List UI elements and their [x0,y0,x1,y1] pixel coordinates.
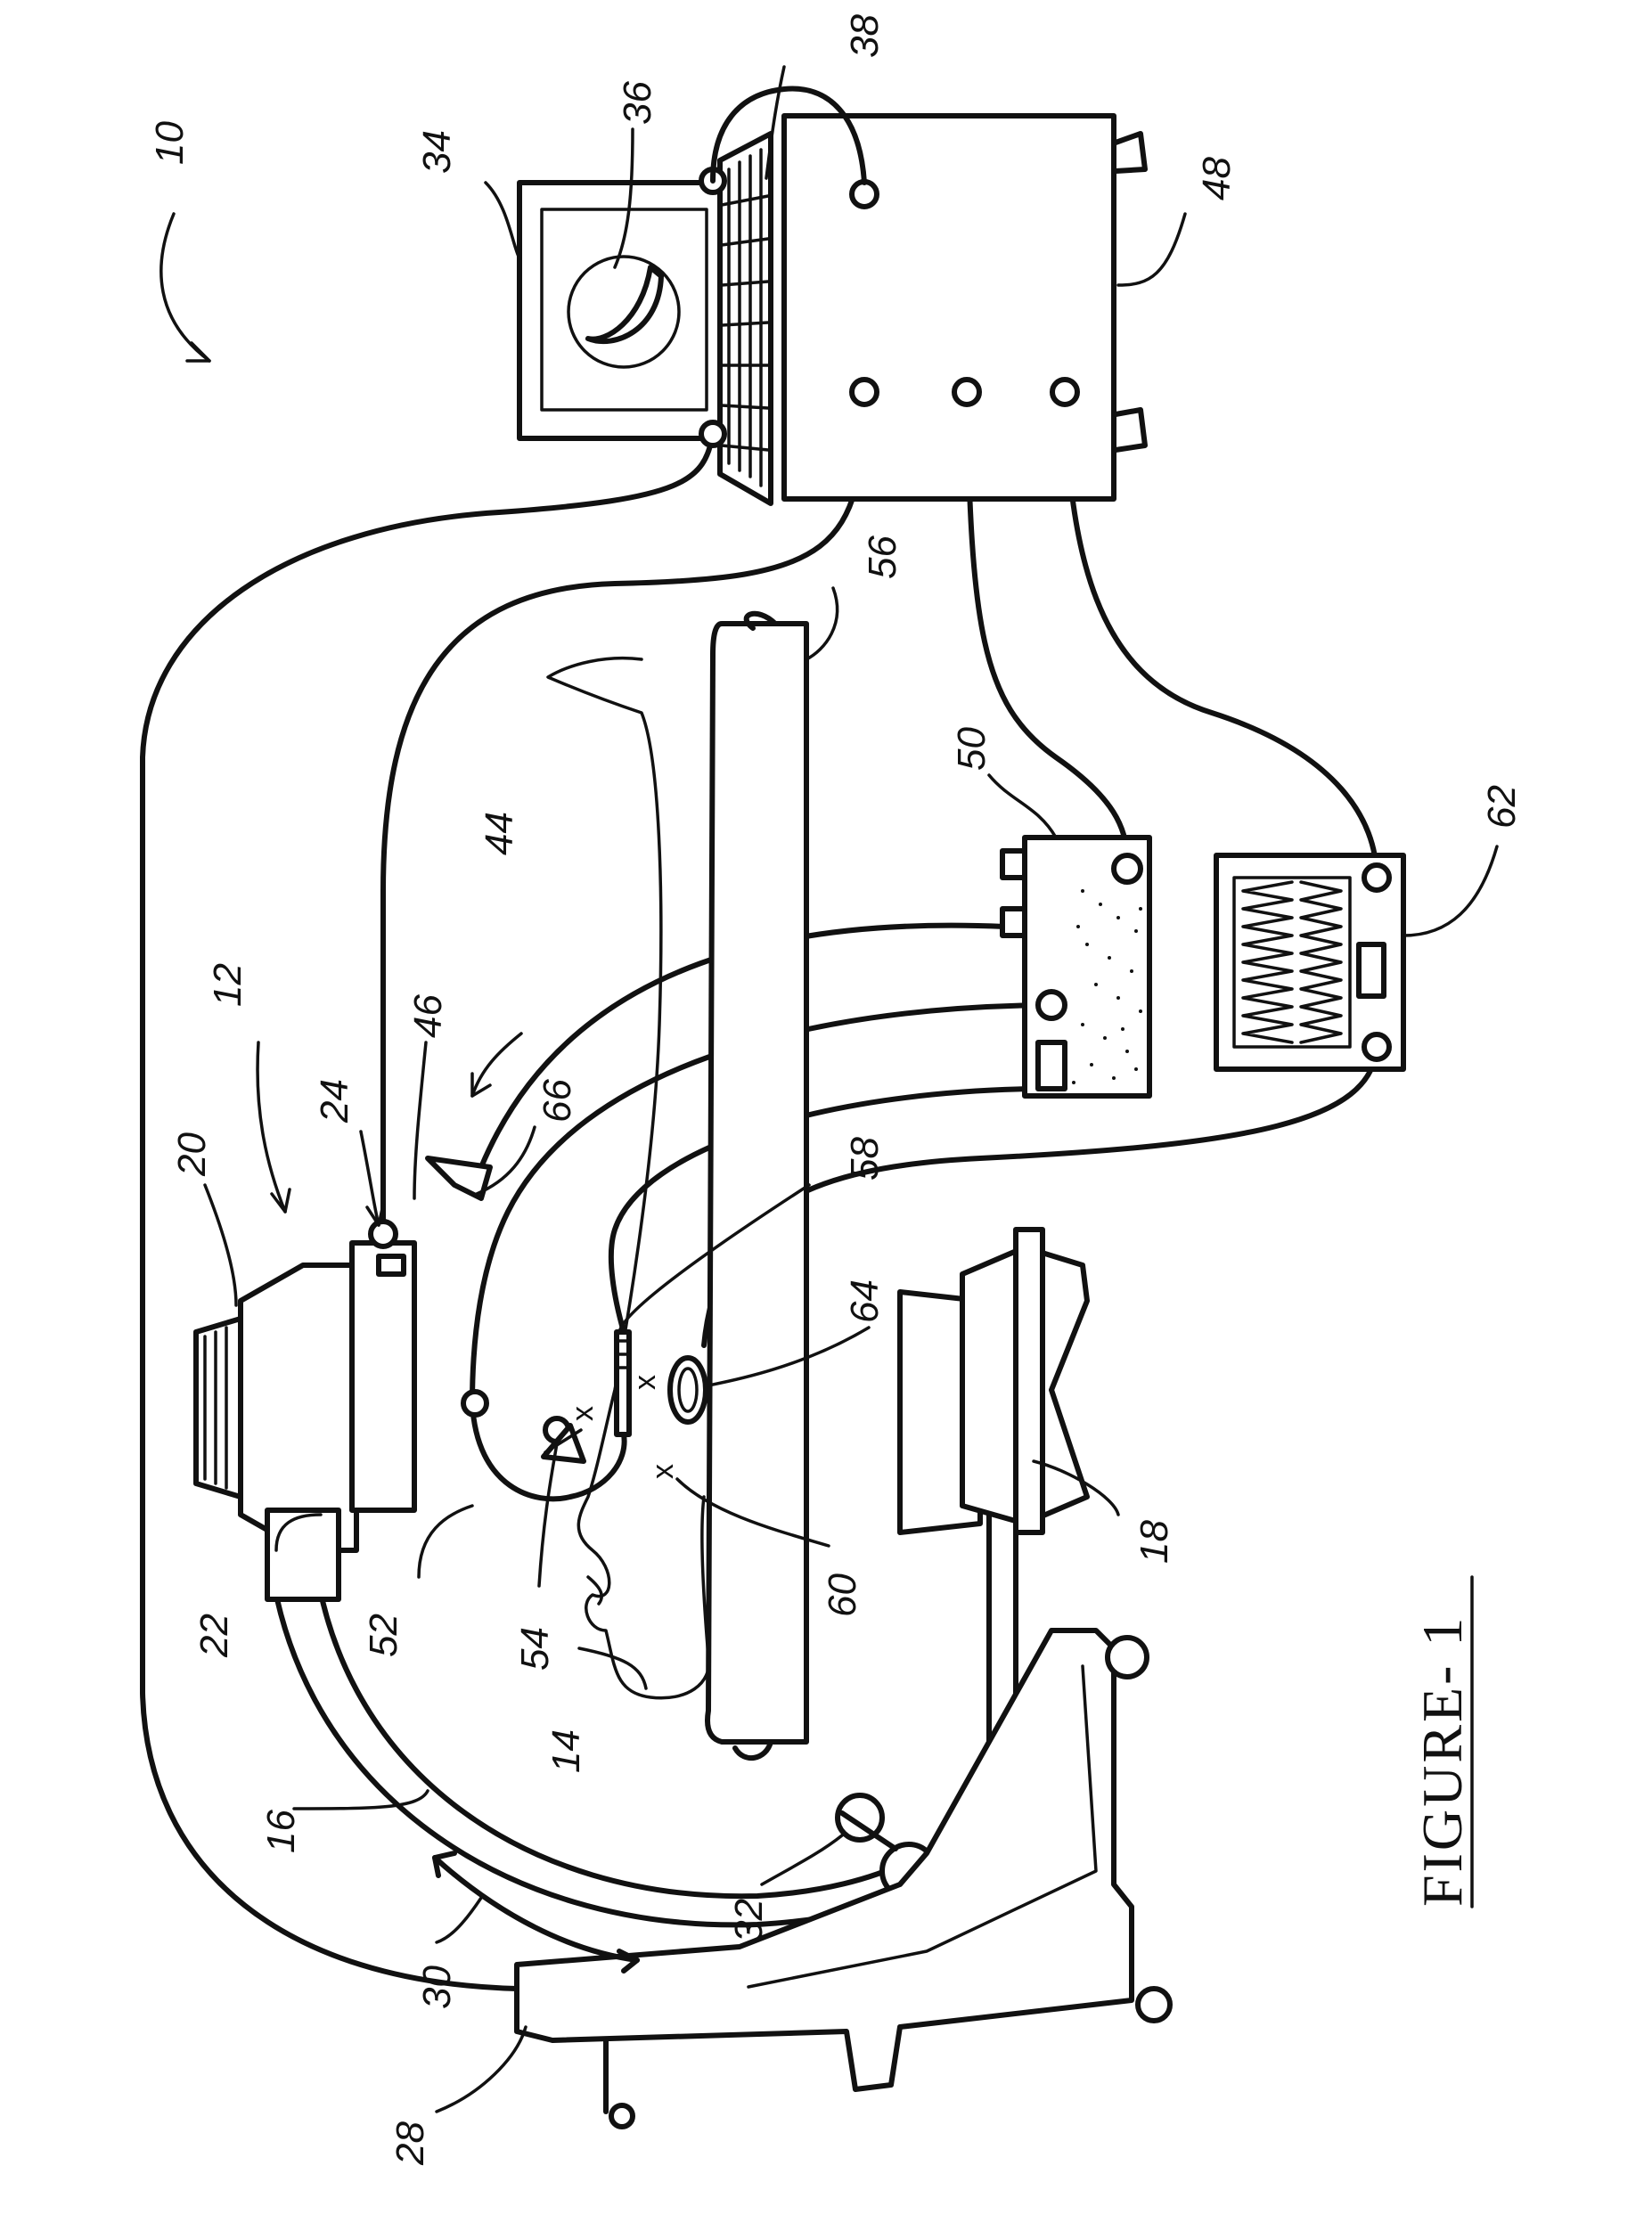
cable-computer-to-base [143,434,713,1989]
unit-50-socket [1038,1042,1065,1089]
leader-30 [437,1898,481,1942]
x-marker-1: x [566,1406,600,1421]
label-56: 56 [861,535,904,579]
label-50: 50 [950,727,994,771]
label-64: 64 [843,1279,887,1323]
x-marker-2: x [628,1375,662,1390]
label-44: 44 [478,812,521,855]
leader-34 [486,183,519,258]
patient-14-outline [548,658,709,1698]
label-22: 22 [192,1614,236,1658]
label-20: 20 [170,1132,214,1177]
patient-table-and-patient [548,614,806,1758]
label-36: 36 [616,81,659,125]
computer-unit-48 [784,116,1114,499]
leader-46 [414,1042,426,1198]
cpu-port-3 [954,380,979,405]
label-52: 52 [362,1614,405,1657]
x-marker-60: x [646,1464,680,1479]
leader-28 [437,2027,526,2112]
arrow-10 [161,214,209,361]
leader-56 [806,588,838,659]
leader-20 [205,1185,236,1305]
base-pedal [611,2105,633,2127]
ecg-port-2 [1364,1034,1389,1059]
unit-50-stub-2 [1002,909,1025,936]
label-66: 66 [536,1079,579,1123]
monitor-port-bottom [701,422,724,445]
cpu-port-2 [852,380,877,405]
label-48: 48 [1195,157,1239,200]
unit-50-port-1 [1114,855,1141,882]
label-34: 34 [415,130,459,174]
catheter-52-tip [463,1392,487,1415]
ecg-monitor-62 [1216,855,1403,1069]
unit-50-stub-1 [1002,851,1025,878]
unit-50-port-2 [1038,992,1065,1018]
base-handle-top [1108,1638,1147,1677]
label-58: 58 [843,1137,887,1181]
arrow-12 [258,1042,285,1212]
detector-connector [379,1256,404,1274]
ecg-display-slot [1359,944,1384,996]
leader-52 [419,1506,472,1577]
label-54: 54 [513,1627,557,1671]
leader-62 [1403,846,1497,936]
cpu-port-4 [1052,380,1077,405]
label-38: 38 [843,14,887,58]
label-28: 28 [388,2121,432,2166]
computer-system [519,89,1145,503]
cpu-foot-right-top [1116,134,1145,171]
image-intensifier-22 [352,1243,414,1510]
label-18: 18 [1133,1520,1176,1564]
label-30: 30 [415,1965,459,2009]
patient-14-eye [588,1577,601,1604]
label-24: 24 [313,1079,356,1124]
leader-54 [539,1443,557,1586]
detector-port-24 [371,1222,396,1246]
control-unit-50 [1002,838,1149,1096]
label-10: 10 [148,121,192,165]
leader-50 [989,775,1056,838]
label-46: 46 [406,994,450,1038]
label-16: 16 [259,1810,303,1853]
computer-monitor [519,183,729,438]
base-unit-28 [517,1630,1132,2089]
label-14: 14 [544,1729,588,1773]
c-arm-mount [267,1510,339,1599]
figure-title: FIGURE- 1 [1411,1615,1474,1907]
x-ray-tube-base [1016,1230,1043,1532]
cpu-port-1 [852,182,877,207]
base-wheel [1138,1989,1170,2021]
patient-table-56 [707,624,806,1742]
catheter-58 [617,1332,629,1434]
ecg-port-1 [1364,865,1389,890]
arrow-44 [472,1034,521,1096]
leader-48 [1118,214,1185,285]
x-ray-source-cap [196,1319,241,1497]
label-60: 60 [821,1573,864,1617]
label-32: 32 [727,1899,771,1942]
label-62: 62 [1480,785,1524,829]
cpu-foot-right-bottom [1116,410,1145,450]
leader-32 [762,1835,842,1884]
figure-caption: FIGURE- 1 [1411,1577,1474,1907]
label-12: 12 [206,963,249,1007]
